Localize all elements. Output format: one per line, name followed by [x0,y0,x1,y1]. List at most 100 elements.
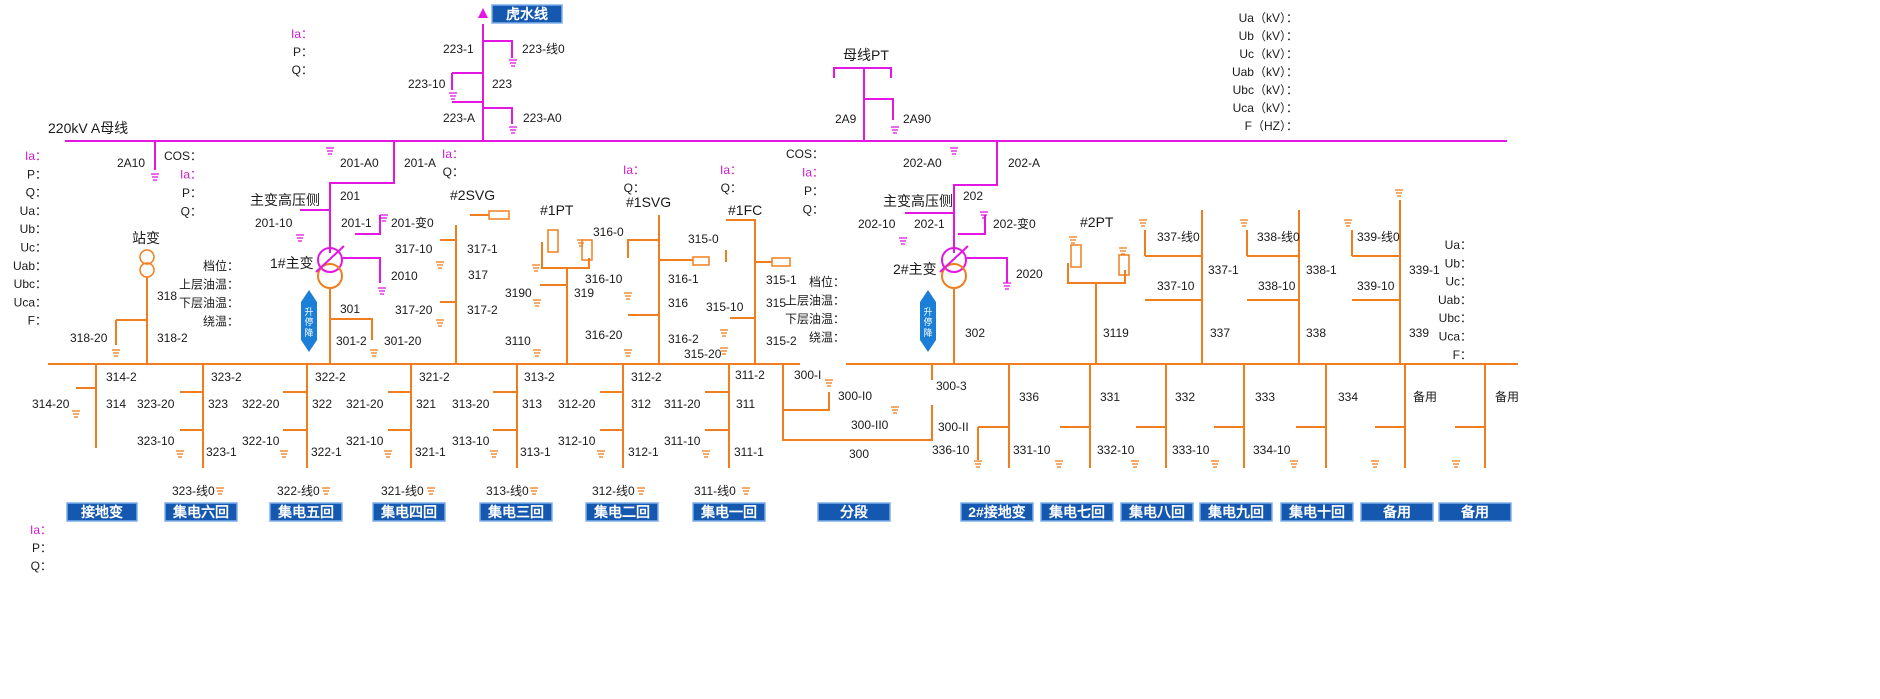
pt1-label: #1PT [540,202,574,218]
meas-tx1-temp-2: 下层油温： [179,296,239,310]
device-label: 201-10 [255,216,293,230]
ground-icon [378,287,386,295]
feeder-223 [451,8,513,141]
feeder-button[interactable]: 2#接地变 [960,502,1034,522]
ground-icon [720,329,728,337]
meas-left-6: Uab： [13,259,47,273]
device-label: 322-10 [242,434,280,448]
line-223-title[interactable]: 虎水线 [491,4,563,24]
device-label: 300-I [794,368,821,382]
feeder-button-label: 备用 [1460,504,1489,520]
ground-icon [533,299,541,307]
feeder-button[interactable]: 集电二回 [585,502,659,522]
tx2-label: 2#主变 [893,261,937,277]
feeder-button-label: 集电七回 [1048,504,1105,520]
feeder-button[interactable]: 集电四回 [372,502,446,522]
feeder-button[interactable]: 集电一回 [692,502,766,522]
ground-icon [326,147,334,155]
device-label: 300-I0 [838,389,872,403]
meas-fc1-1: Q： [721,181,742,195]
feeder-button[interactable]: 集电三回 [479,502,553,522]
device-label: 338-10 [1258,279,1296,293]
device-label: 323-10 [137,434,175,448]
tx1-tap-control[interactable]: 升 停 降 [301,290,317,352]
tx2-up-label: 升 [923,307,932,317]
feeder-button-label: 集电三回 [487,504,544,520]
meas-tx1-pq-1: Ia： [180,168,202,182]
ground-icon [384,450,392,458]
meas-tx2-pq-1: Ia： [802,166,824,180]
svg2-label: #2SVG [450,187,495,203]
device-label: 339 [1409,326,1429,340]
feeder-button[interactable]: 备用 [1438,502,1512,522]
device-label: 338-1 [1306,263,1337,277]
feeder-button-label: 集电十回 [1288,504,1345,520]
ground-icon [950,147,958,155]
device-label: 314-2 [106,370,137,384]
device-label: 333-10 [1172,443,1210,457]
station-transformer [115,249,155,364]
device-label: 311-2 [735,368,765,382]
feeder-button[interactable]: 集电八回 [1120,502,1194,522]
line-223-title-text: 虎水线 [506,6,548,22]
device-label: 334-10 [1253,443,1291,457]
meas-tx2-pq-2: P： [804,184,824,198]
device-label: 2A90 [903,112,931,126]
feeder-buttons: 接地变 集电六回 集电五回 集电四回 集电三回 集电二回 集电一回 分段 2#接地变集电七回 集电… [66,502,1512,522]
ground-icon [533,349,541,357]
device-label: 312-10 [558,434,596,448]
device-label: 2010 [391,269,418,283]
ground-icon [1344,219,1352,227]
device-label: 312-线0 [592,484,635,498]
feeder-button[interactable]: 集电六回 [164,502,238,522]
ground-icon [702,450,710,458]
feeder-button-label: 集电四回 [380,504,437,520]
device-label: 321-1 [415,445,446,459]
tx2-symbol [939,245,969,365]
device-label: 201-A [404,156,436,170]
device-label: 3190 [505,286,532,300]
ground-icon [427,487,435,495]
tx2-tap-control[interactable]: 升 停 降 [920,290,936,352]
ground-icon [490,450,498,458]
feeder-button[interactable]: 分段 [817,502,891,522]
feeder-button[interactable]: 备用 [1360,502,1434,522]
feeder-button[interactable]: 集电五回 [269,502,343,522]
device-label: 223-A [443,111,475,125]
device-label: 322-2 [315,370,346,384]
device-label: 314-20 [32,397,70,411]
ground-icon [1290,460,1298,468]
bus-pt [833,67,894,141]
device-label: 3110 [505,334,531,348]
tx1-down-label: 降 [304,327,313,338]
ground-icon [637,487,645,495]
tx1-up-label: 升 [304,307,313,317]
ground-icon [436,261,444,269]
ground-icon [72,410,80,418]
meas-left-3: Ua： [20,204,47,218]
meas-top-right-0: Ua（kV）： [1239,11,1298,25]
ground-icon [720,347,728,355]
feeder-button-label: 集电八回 [1128,504,1185,520]
device-label: 317 [468,268,488,282]
device-label: 300-II [938,420,969,434]
device-label: 321-线0 [381,484,424,498]
device-label: 321-2 [419,370,450,384]
ground-icon [1119,247,1127,255]
tx2-down-label: 降 [923,327,932,338]
svg1-branch [627,215,710,364]
feeder-button[interactable]: 接地变 [66,502,138,522]
device-label: 339-线0 [1357,230,1400,244]
device-label: 301-2 [336,334,367,348]
tx1-label: 1#主变 [270,255,314,271]
meas-line223-1: P： [293,45,313,59]
feeder-button[interactable]: 集电七回 [1040,502,1114,522]
tx2-stop-label: 停 [923,316,932,327]
feeder-337-top [1144,210,1203,364]
ground-icon [1131,460,1139,468]
tx1-stop-label: 停 [304,316,313,327]
meas-bottom-1: P： [32,541,52,555]
feeder-button[interactable]: 集电十回 [1280,502,1354,522]
feeder-button[interactable]: 集电九回 [1199,502,1273,522]
meas-top-right-1: Ub（kV）： [1239,29,1298,43]
